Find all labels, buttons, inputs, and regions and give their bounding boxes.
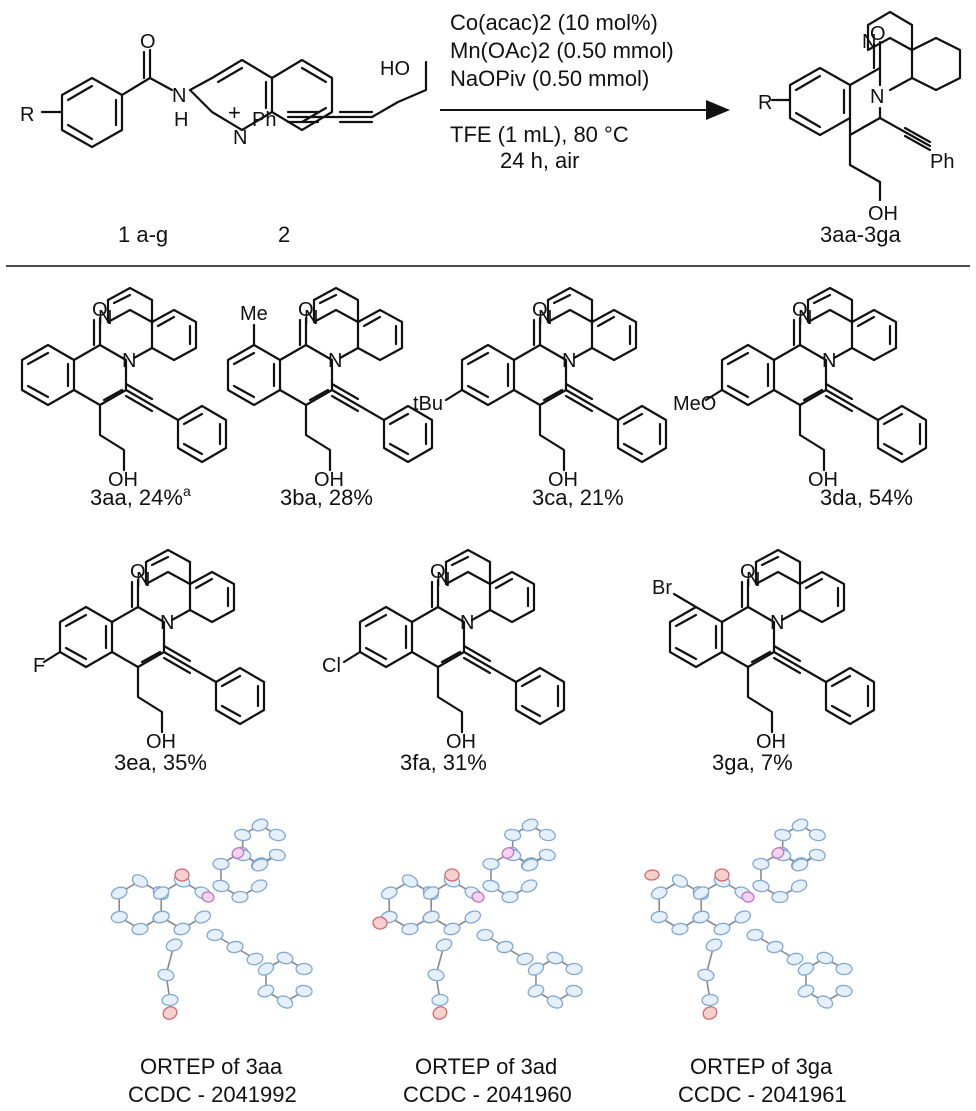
quinoline-n-label: N xyxy=(798,307,812,329)
hydroxyl-label: OH xyxy=(146,731,176,753)
product-n-label: N xyxy=(870,86,884,108)
reactant-2-caption: 2 xyxy=(278,222,290,247)
hydroxyl-label: OH xyxy=(808,469,838,491)
quinoline-n-label: N xyxy=(304,307,318,329)
carbonyl-o-label: O xyxy=(430,561,446,583)
ortep-title: ORTEP of 3aa xyxy=(140,1054,283,1079)
carbonyl-o-label: O xyxy=(298,299,314,321)
ring-n-label: N xyxy=(122,350,136,372)
ring-n-label: N xyxy=(770,612,784,634)
r-group-label: R xyxy=(20,104,34,126)
carbonyl-o-label: O xyxy=(92,299,108,321)
product-quinoline-n-label: N xyxy=(862,31,876,53)
hydroxyl-label: OH xyxy=(314,469,344,491)
product-oh-label: OH xyxy=(868,203,898,225)
ortep-ccdc-number: CCDC - 2041961 xyxy=(678,1082,847,1107)
product-yield-caption: 3ca, 21% xyxy=(532,485,624,510)
ring-n-label: N xyxy=(562,350,576,372)
ortep-ccdc-number: CCDC - 2041992 xyxy=(128,1082,297,1107)
product-caption: 3aa-3ga xyxy=(820,222,902,247)
product-yield-caption: 3aa, 24%a xyxy=(90,483,191,510)
product-r-label: R xyxy=(758,92,772,114)
hydroxyl-label: HO xyxy=(380,58,410,80)
ortep-drawing-1 xyxy=(110,818,313,1020)
reaction-conditions: Co(acac)2 (10 mol%) Mn(OAc)2 (0.50 mmol)… xyxy=(440,10,730,173)
quinoline-n-label: N xyxy=(98,307,112,329)
ortep-drawing-3 xyxy=(644,818,853,1020)
ring-n-label: N xyxy=(328,350,342,372)
ortep-drawing-2 xyxy=(372,818,583,1020)
substituent-label: Cl xyxy=(322,655,341,677)
amide-h-label: H xyxy=(174,109,188,131)
substituent-label: Br xyxy=(652,577,672,599)
footnote-marker: a xyxy=(183,483,191,499)
ortep-title: ORTEP of 3ga xyxy=(690,1054,833,1079)
quinoline-n-label: N xyxy=(233,127,247,149)
ring-n-label: N xyxy=(460,612,474,634)
product-yield-caption: 3ga, 7% xyxy=(712,750,793,775)
substituent-label: MeO xyxy=(673,393,716,415)
product-yield-caption: 3fa, 31% xyxy=(400,750,487,775)
product-yield-caption: 3ea, 35% xyxy=(114,750,207,775)
product-yield-caption: 3da, 54% xyxy=(820,485,913,510)
reactant-1-amide: R O N H N xyxy=(20,31,334,149)
carbonyl-o-label: O xyxy=(740,561,756,583)
substituent-label: Me xyxy=(240,303,268,325)
plus-sign: + xyxy=(228,100,241,125)
ring-n-label: N xyxy=(160,612,174,634)
hydroxyl-label: OH xyxy=(756,731,786,753)
quinoline-n-label: N xyxy=(746,569,760,591)
substituent-label: F xyxy=(33,655,45,677)
carbonyl-o-label: O xyxy=(792,299,808,321)
quinoline-n-label: N xyxy=(538,307,552,329)
reactant-1-caption: 1 a-g xyxy=(118,222,168,247)
ortep-title: ORTEP of 3ad xyxy=(415,1054,557,1079)
amide-n-label: N xyxy=(172,85,186,107)
carbonyl-o-label: O xyxy=(532,299,548,321)
hydroxyl-label: OH xyxy=(108,469,138,491)
product-yield-caption: 3ba, 28% xyxy=(280,485,373,510)
condition-oxidant: Mn(OAc)2 (0.50 mmol) xyxy=(450,38,674,63)
product-general-structure: R O N Ph OH N xyxy=(758,10,962,225)
hydroxyl-label: OH xyxy=(548,469,578,491)
condition-solvent-temp: TFE (1 mL), 80 °C xyxy=(450,122,629,147)
carbonyl-oxygen-label: O xyxy=(140,31,156,53)
quinoline-n-label: N xyxy=(136,569,150,591)
product-oxygen-label: O xyxy=(870,23,886,45)
phenyl-label: Ph xyxy=(252,109,276,131)
carbonyl-o-label: O xyxy=(130,561,146,583)
ortep-ccdc-number: CCDC - 2041960 xyxy=(403,1082,572,1107)
ring-n-label: N xyxy=(822,350,836,372)
quinoline-n-label: N xyxy=(436,569,450,591)
substituent-label: tBu xyxy=(413,393,443,415)
hydroxyl-label: OH xyxy=(446,731,476,753)
condition-time-atmosphere: 24 h, air xyxy=(500,148,580,173)
condition-base: NaOPiv (0.50 mmol) xyxy=(450,66,649,91)
condition-catalyst: Co(acac)2 (10 mol%) xyxy=(450,10,658,35)
product-phenyl-label: Ph xyxy=(930,151,954,173)
reactant-2-diyne: Ph HO xyxy=(252,58,428,131)
